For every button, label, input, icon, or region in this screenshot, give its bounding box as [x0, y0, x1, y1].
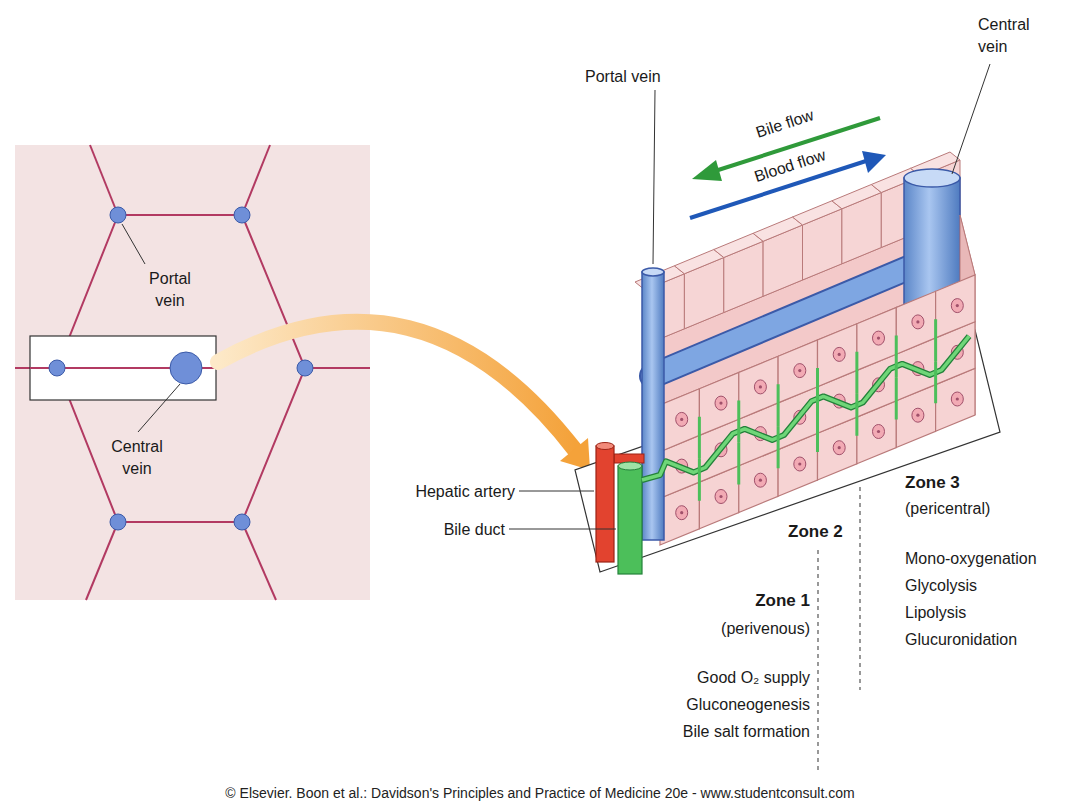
canaliculus-branch	[777, 384, 780, 426]
nucleus	[912, 408, 924, 422]
hepatocyte-top	[753, 217, 802, 241]
nucleolus	[956, 397, 959, 400]
nucleolus	[916, 320, 919, 323]
hepatocyte-top	[793, 201, 842, 225]
canaliculus-branch	[816, 410, 819, 452]
nucleus	[794, 457, 806, 471]
canaliculus-branch	[816, 368, 819, 410]
structure-label: Hepatic artery	[415, 481, 515, 503]
canaliculus-outline	[642, 336, 969, 480]
nucleolus	[759, 385, 762, 388]
hepatocyte	[896, 291, 935, 354]
canaliculus-branch	[698, 459, 701, 501]
zone-label: Zone 1	[755, 590, 810, 613]
function-label: Bile salt formation	[683, 721, 810, 743]
hepatocyte-top	[714, 233, 763, 257]
nucleus	[715, 396, 727, 410]
canaliculus-branch	[934, 319, 937, 361]
function-label: Mono-oxygenation	[905, 548, 1037, 570]
hepatocyte	[857, 308, 896, 371]
canaliculus-branch	[895, 378, 898, 420]
nucleolus	[877, 430, 880, 433]
portal-vein-pipe	[642, 268, 664, 540]
nucleolus	[877, 337, 880, 340]
canaliculus-branch	[855, 394, 858, 436]
function-label: Good O₂ supply	[697, 667, 810, 689]
bile-canaliculi	[642, 319, 969, 501]
canaliculus	[642, 336, 969, 480]
sinusoid-vein	[652, 169, 960, 408]
nucleus	[676, 412, 688, 426]
hepatocyte	[936, 275, 975, 338]
hepatocyte-top	[674, 250, 723, 274]
canaliculus-branch	[698, 417, 701, 459]
hepatocyte-top	[832, 185, 881, 209]
nucleolus	[956, 304, 959, 307]
hepatocyte	[778, 340, 817, 403]
nucleolus	[680, 418, 683, 421]
nucleus	[833, 347, 845, 361]
hepatocyte	[660, 389, 699, 452]
nucleus	[754, 380, 766, 394]
canaliculus-branch	[895, 336, 898, 378]
hepatocyte	[818, 324, 857, 387]
flow-label: Bile flow	[753, 105, 816, 144]
lobule-panel	[15, 145, 370, 600]
nucleus	[794, 364, 806, 378]
structure-label: Portal vein	[135, 268, 205, 311]
structure-label: Bile duct	[444, 519, 505, 541]
nucleus	[715, 490, 727, 504]
nucleus	[676, 506, 688, 520]
structure-label: Portal vein	[585, 66, 661, 88]
nucleolus	[759, 479, 762, 482]
nucleus	[833, 441, 845, 455]
structure-label: Central vein	[98, 436, 176, 479]
nucleus	[951, 299, 963, 313]
zone-label: Zone 2	[788, 521, 843, 544]
nucleolus	[719, 495, 722, 498]
canaliculus-branch	[777, 426, 780, 468]
nucleolus	[798, 369, 801, 372]
canaliculus-branch	[737, 443, 740, 485]
zone-label: Zone 3	[905, 472, 960, 495]
nucleolus	[838, 446, 841, 449]
structure-label: Central vein	[978, 14, 1050, 57]
zoom-arrow	[218, 322, 590, 470]
function-label: Glucuronidation	[905, 629, 1017, 651]
nucleus	[754, 473, 766, 487]
bile-duct-pipe	[618, 462, 642, 574]
copyright-caption: © Elsevier. Boon et al.: Davidson's Prin…	[225, 784, 854, 803]
nucleus	[873, 425, 885, 439]
function-label: Glycolysis	[905, 575, 977, 597]
nucleolus	[680, 511, 683, 514]
function-label: Lipolysis	[905, 602, 966, 624]
nucleolus	[838, 353, 841, 356]
canaliculus-branch	[934, 361, 937, 403]
canaliculus-branch	[855, 352, 858, 394]
nucleus	[873, 331, 885, 345]
canaliculus-branch	[737, 401, 740, 443]
leader-lines	[509, 64, 990, 529]
hepatocyte	[739, 356, 778, 419]
hepatocyte	[699, 373, 738, 436]
function-label: Gluconeogenesis	[686, 694, 810, 716]
hepatocyte-front-row	[660, 215, 975, 545]
zone-label: (pericentral)	[905, 498, 990, 520]
zone-label: (perivenous)	[721, 618, 810, 640]
flow-label: Blood flow	[752, 144, 829, 187]
nucleus	[951, 392, 963, 406]
nucleolus	[798, 462, 801, 465]
nucleolus	[719, 402, 722, 405]
nucleolus	[916, 414, 919, 417]
nucleus	[912, 315, 924, 329]
